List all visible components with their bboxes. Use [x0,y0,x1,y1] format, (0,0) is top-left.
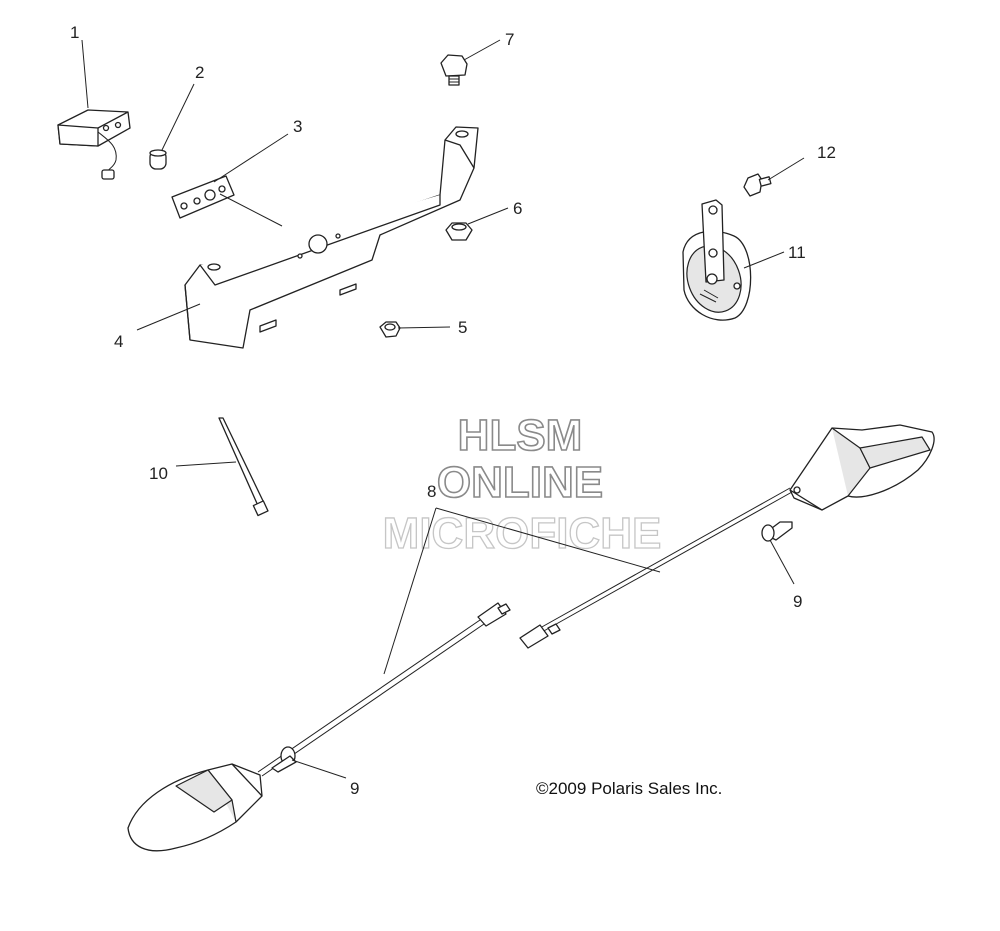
part-turn-signal-right [519,424,935,649]
leader-lines [81,39,805,779]
callout-7: 7 [505,30,514,49]
part-flange-nut [445,222,473,241]
part-plate [171,175,235,219]
part-bolt [440,54,468,86]
part-screw [743,173,772,197]
part-cable-tie [218,417,269,517]
watermark-line-2: ONLINE [437,458,603,507]
part-screw-washer-right [761,521,793,542]
watermark-line-3: MICROFICHE [383,509,662,558]
part-horn [682,199,752,321]
callout-2: 2 [195,63,204,82]
callout-9-right: 9 [793,592,802,611]
callout-3: 3 [293,117,302,136]
copyright-notice: ©2009 Polaris Sales Inc. [536,779,722,798]
part-license-light [57,109,131,180]
callout-11: 11 [788,243,806,262]
callout-6: 6 [513,199,522,218]
part-spacer [149,149,167,170]
part-nut [379,321,401,338]
callout-5: 5 [458,318,467,337]
part-turn-signal-left [127,602,511,852]
watermark: HLSM ONLINE MICROFICHE [382,410,662,558]
callout-labels: 1 2 3 4 5 6 7 8 9 9 10 11 12 [70,23,836,798]
callout-8: 8 [427,482,436,501]
callout-9-left: 9 [350,779,359,798]
watermark-line-1: HLSM [458,411,583,460]
callout-12: 12 [817,143,836,162]
callout-4: 4 [114,332,123,351]
callout-1: 1 [70,23,79,42]
part-screw-washer-left [271,746,297,773]
part-bracket [184,126,479,349]
callout-10: 10 [149,464,168,483]
